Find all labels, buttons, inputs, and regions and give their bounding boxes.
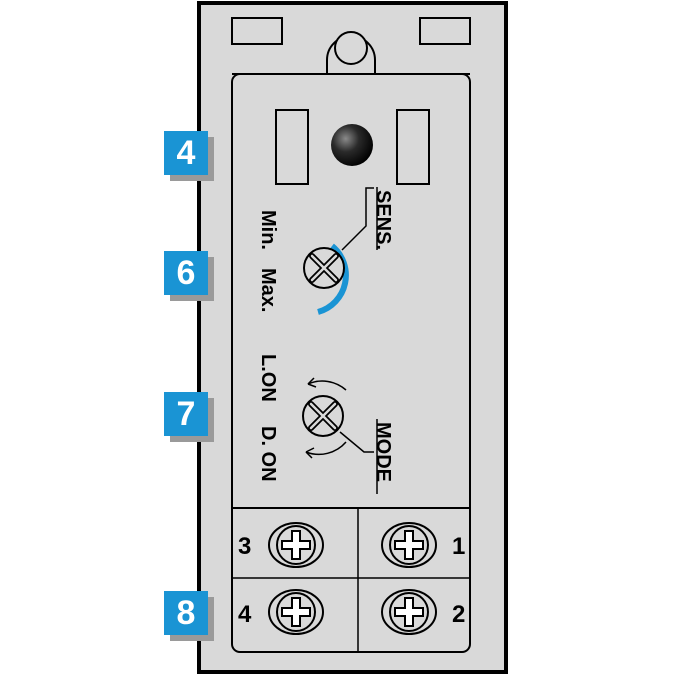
mode-label: MODE: [372, 422, 394, 482]
terminal-screw-icon: [381, 589, 437, 635]
sensitivity-leader-line: [341, 187, 374, 251]
mounting-slot-right: [419, 17, 471, 45]
mode-dial-slot-inner: [309, 402, 337, 430]
callout-label: 4: [176, 133, 196, 172]
mode-arc-lower: [305, 441, 347, 456]
dark-on-label: D. ON: [257, 426, 279, 482]
mode-arrow-upper-icon: [307, 377, 317, 388]
mode-leader-line: [339, 431, 374, 453]
callout-badge-6: 6: [164, 251, 208, 295]
mounting-hole: [334, 31, 368, 65]
terminal-2-label: 2: [452, 601, 465, 628]
sensitivity-dial-slot-inner: [310, 254, 338, 282]
indicator-led: [331, 124, 373, 166]
callout-label: 7: [176, 394, 196, 433]
terminal-screw-icon: [381, 522, 437, 568]
sensitivity-max-label: Max.: [257, 268, 279, 312]
mounting-slot-left: [231, 17, 283, 45]
terminal-screws: [268, 522, 437, 635]
terminal-3-label: 3: [238, 533, 251, 560]
terminal-screw-icon: [268, 589, 324, 635]
sensitivity-label: SENS.: [372, 190, 394, 250]
indicator-window-right: [396, 109, 430, 185]
indicator-window-left: [275, 109, 309, 185]
sensitivity-min-label: Min.: [257, 210, 279, 250]
terminal-screw-icon: [268, 522, 324, 568]
callout-badge-4: 4: [164, 131, 208, 175]
mode-arrow-lower-icon: [305, 447, 315, 459]
callout-badge-8: 8: [164, 591, 208, 635]
light-on-label: L.ON: [257, 354, 279, 402]
terminal-4-label: 4: [238, 601, 252, 628]
callout-label: 6: [176, 253, 196, 292]
callout-badge-7: 7: [164, 392, 208, 436]
callout-label: 8: [176, 593, 196, 632]
terminal-1-label: 1: [452, 533, 465, 560]
mode-arc-upper: [307, 380, 347, 391]
